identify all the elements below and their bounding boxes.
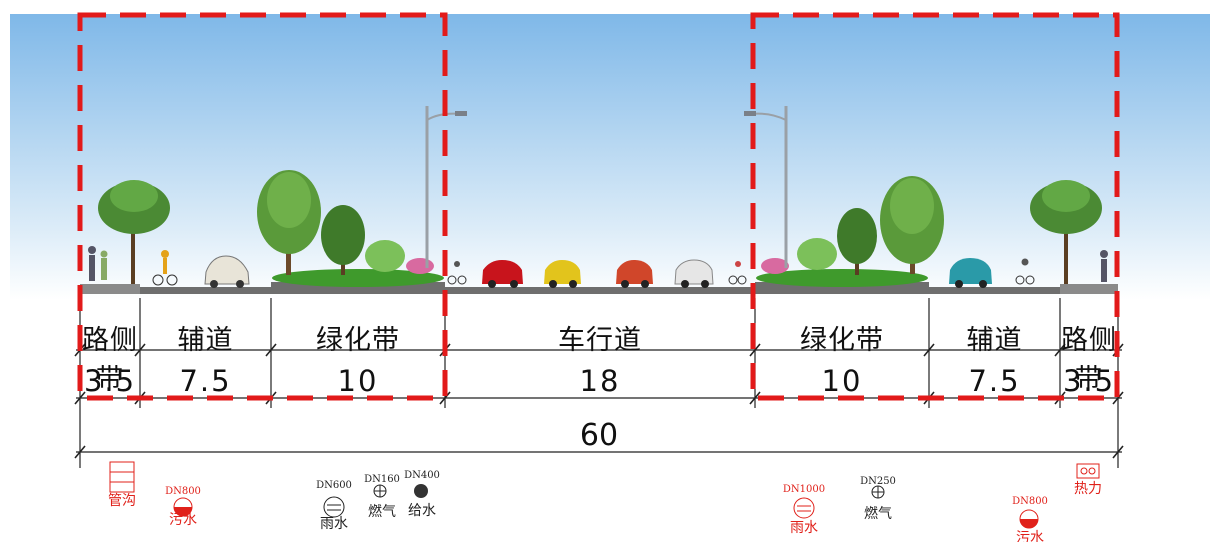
segment-name: 路侧带 xyxy=(1061,325,1117,395)
street-lamp-icon xyxy=(744,106,788,268)
sidewalk-right xyxy=(1060,284,1118,294)
segment-width: 7.5 xyxy=(179,364,232,398)
tree-icon xyxy=(880,176,944,274)
shrub-icon xyxy=(761,238,837,274)
heat-pipe-icon xyxy=(1076,463,1100,479)
sewage-pipe-icon xyxy=(173,497,193,517)
car-icon xyxy=(674,259,714,288)
segment-name: 辅道 xyxy=(966,325,1023,356)
pipeline-dn: DN250 xyxy=(860,476,896,487)
segment-width: 18 xyxy=(579,364,621,398)
cyclist-icon xyxy=(152,250,1035,286)
segment-name: 绿化带 xyxy=(800,325,884,356)
pipeline-name: 热力 xyxy=(1074,481,1102,497)
pipeline-label: 管沟 xyxy=(100,494,144,509)
pedestrian-icon xyxy=(88,246,1108,282)
pipeline-dn: DN1000 xyxy=(782,484,826,495)
tree-icon xyxy=(1030,180,1102,284)
service-road-right xyxy=(929,287,1060,294)
segment-name: 车行道 xyxy=(558,325,642,356)
pipeline-name: 给水 xyxy=(408,503,436,519)
pipeline-dn: DN800 xyxy=(165,486,201,497)
pipeline-label: 热力 xyxy=(1068,482,1108,497)
pipeline-name: 燃气 xyxy=(864,506,892,522)
tree-icon xyxy=(257,170,321,275)
pipeline-dn: DN600 xyxy=(316,480,352,491)
sky-background xyxy=(10,14,1210,300)
segment-width: 3.5 xyxy=(1062,364,1116,398)
pipeline-label: DN160 燃气 xyxy=(362,472,402,520)
pipeline-name: 管沟 xyxy=(108,493,136,509)
pipeline-label: DN250 燃气 xyxy=(858,474,898,522)
pipeline-name: 燃气 xyxy=(368,504,396,520)
pipeline-dn: DN160 xyxy=(364,474,400,485)
gas-pipe-icon xyxy=(871,485,885,499)
rainwater-pipe-icon xyxy=(323,496,345,518)
service-road-left xyxy=(140,287,271,294)
pipeline-name: 污水 xyxy=(169,512,197,528)
segment-name: 辅道 xyxy=(177,325,234,356)
segment-name: 绿化带 xyxy=(316,325,400,356)
segment-width: 10 xyxy=(821,364,863,398)
pipeline-name: 污水 xyxy=(1016,530,1044,542)
car-icon xyxy=(949,258,992,288)
car-icon xyxy=(616,260,653,288)
pipeline-name: 雨水 xyxy=(320,516,348,532)
shrub-icon xyxy=(365,240,434,274)
pipeline-label: DN400 给水 xyxy=(402,468,442,519)
pipeline-dn: DN400 xyxy=(404,470,440,481)
sidewalk-left xyxy=(80,284,140,294)
pipeline-dn: DN800 xyxy=(1012,496,1048,507)
pipeline-label: DN1000 雨水 xyxy=(778,482,830,536)
gas-pipe-icon xyxy=(373,484,387,498)
pipeline-label: DN600 雨水 xyxy=(310,478,358,532)
rainwater-pipe-icon xyxy=(793,497,815,519)
pipeline-name: 雨水 xyxy=(790,520,818,536)
water-supply-pipe-icon xyxy=(414,484,428,498)
dimension-lines xyxy=(74,298,1124,468)
segment-width: 7.5 xyxy=(968,364,1021,398)
segment-width: 10 xyxy=(337,364,379,398)
carriageway xyxy=(445,287,755,294)
pipeline-label: DN800 污水 xyxy=(158,484,208,528)
street-lamp-icon xyxy=(425,106,467,268)
car-icon xyxy=(482,260,523,288)
segment-name: 路侧带 xyxy=(82,325,138,395)
grass-mound-right xyxy=(756,269,928,287)
car-icon xyxy=(204,255,250,288)
total-width: 60 xyxy=(579,418,619,453)
tree-icon xyxy=(837,208,877,275)
segment-width: 3.5 xyxy=(83,364,137,398)
highlight-box-right xyxy=(750,12,1120,401)
tree-icon xyxy=(321,205,365,275)
highlight-box-left xyxy=(77,12,448,401)
tree-icon xyxy=(98,180,170,284)
trench-icon xyxy=(109,461,135,493)
grass-mound-left xyxy=(272,269,444,287)
sewage-pipe-icon xyxy=(1019,509,1039,529)
pipeline-label: DN800 污水 xyxy=(1006,494,1054,542)
car-icon xyxy=(544,260,581,288)
